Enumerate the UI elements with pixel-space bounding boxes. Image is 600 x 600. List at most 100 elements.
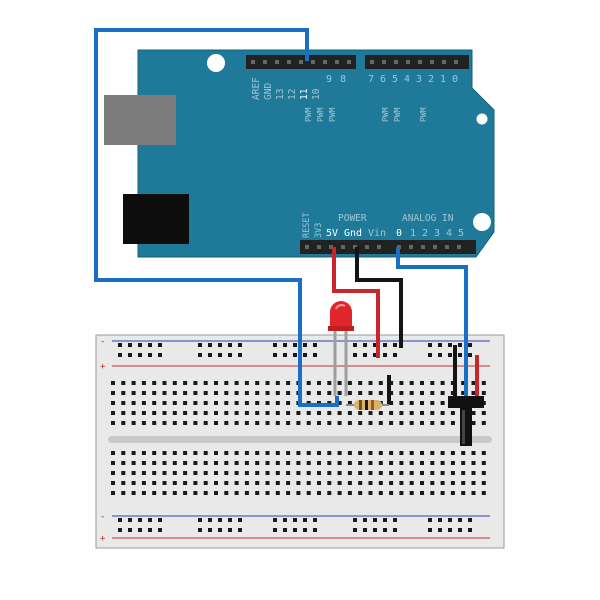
rail-hole	[208, 353, 212, 357]
header-pin	[421, 245, 425, 249]
breadboard-hole	[337, 381, 342, 385]
breadboard-hole	[234, 391, 239, 395]
breadboard-hole	[265, 451, 270, 455]
breadboard-hole	[399, 411, 404, 415]
rail-hole	[303, 518, 307, 522]
breadboard-hole	[389, 451, 394, 455]
rail-hole	[458, 343, 462, 347]
mounting-hole	[476, 113, 488, 125]
breadboard-hole	[255, 401, 260, 405]
digital-header-pins	[251, 60, 458, 64]
breadboard-hole	[183, 491, 188, 495]
breadboard-hole	[172, 451, 177, 455]
pin-label-10: 10	[311, 88, 322, 100]
breadboard-hole	[121, 391, 126, 395]
breadboard-hole	[471, 491, 476, 495]
analog-in-label: ANALOG IN	[402, 213, 454, 224]
breadboard-hole	[224, 421, 229, 425]
breadboard-hole	[152, 391, 157, 395]
breadboard-hole	[255, 491, 260, 495]
breadboard-hole	[234, 421, 239, 425]
breadboard-hole	[337, 401, 342, 405]
breadboard-hole	[244, 461, 249, 465]
breadboard-hole	[409, 401, 414, 405]
breadboard-hole	[378, 491, 383, 495]
pin-label-12: 12	[287, 89, 298, 100]
breadboard-hole	[461, 381, 466, 385]
breadboard-hole	[286, 481, 291, 485]
breadboard-hole	[420, 421, 424, 425]
breadboard-hole	[214, 471, 218, 475]
breadboard-hole	[265, 411, 270, 415]
breadboard-hole	[368, 381, 373, 385]
breadboard-hole	[399, 461, 404, 465]
breadboard-hole	[111, 451, 115, 455]
breadboard-hole	[317, 491, 321, 495]
breadboard-hole	[317, 451, 321, 455]
breadboard-hole	[420, 381, 424, 385]
rail-hole	[458, 518, 462, 522]
breadboard-hole	[183, 461, 188, 465]
breadboard-hole	[172, 401, 177, 405]
breadboard-hole	[368, 491, 373, 495]
breadboard-hole	[420, 491, 424, 495]
rail-hole	[238, 518, 242, 522]
rail-minus-top: -	[100, 337, 105, 347]
analog-pin-3: 3	[434, 228, 440, 239]
rail-hole	[138, 343, 142, 347]
breadboard-hole	[306, 381, 311, 385]
rail-hole	[383, 353, 387, 357]
breadboard-hole	[389, 381, 394, 385]
breadboard-hole	[152, 411, 157, 415]
breadboard-hole	[172, 481, 177, 485]
breadboard-hole	[450, 461, 455, 465]
breadboard-hole	[224, 481, 229, 485]
breadboard-hole	[141, 481, 146, 485]
breadboard-hole	[141, 491, 146, 495]
header-pin	[329, 245, 333, 249]
breadboard-hole	[296, 471, 301, 475]
breadboard-hole	[440, 451, 445, 455]
breadboard-hole	[296, 421, 301, 425]
breadboard-hole	[347, 401, 352, 405]
rail-hole	[158, 528, 162, 532]
breadboard-hole	[183, 381, 188, 385]
breadboard-hole	[265, 491, 270, 495]
breadboard-hole	[327, 461, 332, 465]
breadboard-hole	[162, 411, 167, 415]
breadboard-hole	[111, 461, 115, 465]
rail-hole	[228, 343, 232, 347]
breadboard-hole	[255, 391, 260, 395]
breadboard-hole	[121, 421, 126, 425]
rail-hole	[448, 528, 452, 532]
rail-hole	[428, 518, 432, 522]
header-pin	[287, 60, 291, 64]
breadboard-hole	[203, 421, 208, 425]
resistor-band	[359, 400, 362, 410]
breadboard-hole	[440, 421, 445, 425]
breadboard-hole	[409, 411, 414, 415]
breadboard-hole	[389, 481, 394, 485]
breadboard-hole	[255, 421, 260, 425]
breadboard-hole	[141, 411, 146, 415]
breadboard-hole	[224, 381, 229, 385]
breadboard-hole	[162, 461, 167, 465]
breadboard-hole	[389, 421, 394, 425]
breadboard-hole	[265, 391, 270, 395]
breadboard-hole	[450, 391, 455, 395]
rail-hole	[313, 353, 317, 357]
breadboard-hole	[358, 381, 363, 385]
breadboard-hole	[399, 421, 404, 425]
rail-hole	[448, 343, 452, 347]
pin-label-5: 5	[392, 74, 398, 85]
pwm-label: PWM	[393, 107, 402, 122]
breadboard-hole	[461, 481, 466, 485]
analog-pin-1: 1	[410, 228, 416, 239]
rail-hole	[468, 343, 472, 347]
breadboard-hole	[327, 491, 332, 495]
header-pin	[406, 60, 410, 64]
breadboard-hole	[368, 481, 373, 485]
breadboard-hole	[358, 461, 363, 465]
breadboard-hole	[450, 381, 455, 385]
